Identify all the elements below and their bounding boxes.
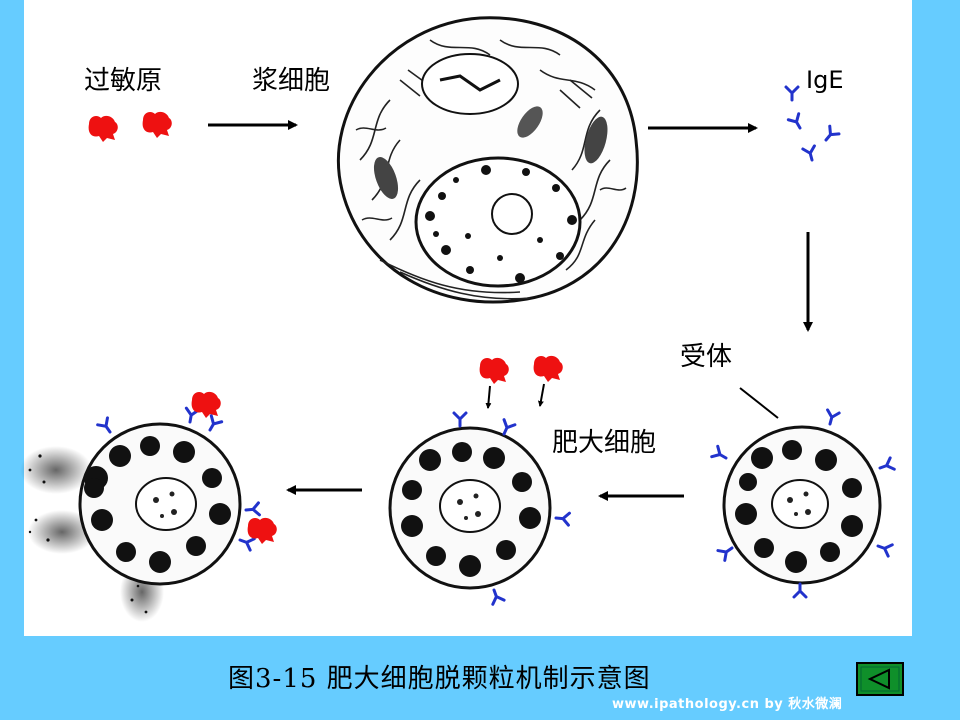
figure-caption: 图3-15 肥大细胞脱颗粒机制示意图 [228,664,651,694]
receptor [710,444,731,465]
receptor-pointer [739,387,779,419]
sensitized-mast-cell [388,355,571,606]
ige-antibody [786,112,807,133]
degranulating-mast-cell [20,391,277,622]
triangle-left-icon [860,666,900,692]
receptor [243,501,261,518]
allergen-particle [142,111,172,138]
label-allergen: 过敏原 [84,66,163,96]
back-button[interactable] [856,662,904,696]
site-credit: www.ipathology.cn by 秋水微澜 [612,697,843,712]
ige-antibody [784,85,800,102]
label-ige: IgE [806,66,844,94]
receptor [452,411,468,428]
mast-cell-with-receptors [710,387,896,599]
label-plasma-cell: 浆细胞 [252,66,331,96]
receptor [716,541,737,562]
receptor [874,538,894,558]
receptor [876,456,896,476]
allergen-bound [191,391,221,418]
plasma-cell [336,16,639,304]
small-arrow [485,385,492,409]
label-receptor: 受体 [680,342,733,372]
ige-antibody [801,144,820,164]
allergen-particle [88,115,118,142]
receptor [792,582,808,599]
small-arrow [537,383,545,407]
receptor [553,510,571,527]
ige-antibody [819,124,841,146]
receptor [96,416,117,437]
receptor [822,408,841,428]
allergen-particle [479,357,509,384]
allergen-particle [533,355,563,382]
label-mast-cell: 肥大细胞 [552,428,657,458]
receptor [203,414,224,435]
receptor [486,586,506,606]
